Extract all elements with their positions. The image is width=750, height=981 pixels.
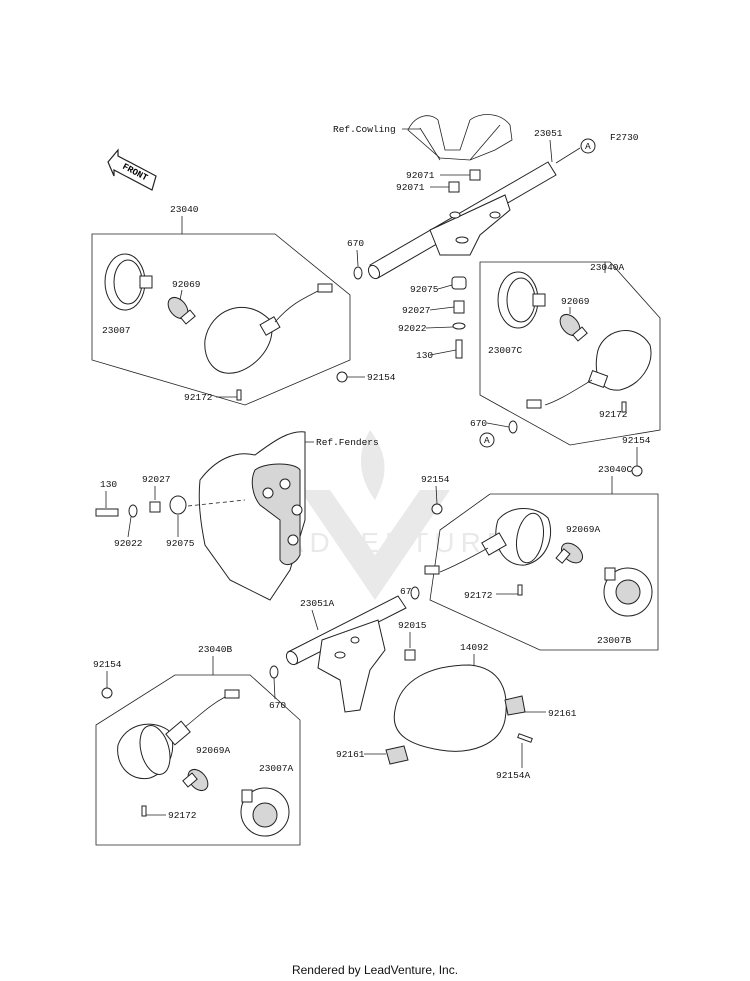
label-23040C: 23040C [598,464,633,475]
label-130-left: 130 [100,479,117,490]
label-23040B: 23040B [198,644,233,655]
label-92154-top: 92154 [367,372,396,383]
label-92069A-left: 92069A [196,745,231,756]
group-box-23040 [91,233,351,406]
screw-92172-right [621,401,627,413]
label-92172-left-bottom: 92172 [168,810,197,821]
grommet-92075-top [451,276,467,290]
label-92071-b: 92071 [396,182,425,193]
lens-23007C [497,271,546,329]
label-92069A-right: 92069A [566,524,601,535]
clip-92015 [404,649,416,661]
washer-92022-top [452,322,466,330]
label-92154A: 92154A [496,770,531,781]
label-23040: 23040 [170,204,199,215]
bolt-92154-left [101,687,113,699]
label-92154-mid: 92154 [421,474,450,485]
bolt-92154-right [631,465,643,477]
collar-92027-left [149,501,161,513]
housing-23040 [204,283,333,374]
group-box-23040A [479,261,661,446]
collar-92027-top [453,300,465,314]
label-670-right: 670 [470,418,487,429]
callout-a-top [580,138,596,154]
lens-23007A [240,787,290,837]
label-130-top: 130 [416,350,433,361]
label-670-top: 670 [347,238,364,249]
label-92161-right: 92161 [548,708,577,719]
ring-670-mid [410,586,420,600]
label-14092: 14092 [460,642,489,653]
bulb-92069 [167,296,196,325]
label-92015: 92015 [398,620,427,631]
label-92154-left: 92154 [93,659,122,670]
callout-a-top-label: A [585,141,591,152]
label-92022-left: 92022 [114,538,143,549]
callout-a-right-label: A [484,435,490,446]
label-92069-right: 92069 [561,296,590,307]
label-92027-left: 92027 [142,474,171,485]
washer-92022-left [128,504,138,518]
bulb-92069A-left [182,768,209,792]
housing-23040B [117,689,240,780]
label-670-left: 670 [269,700,286,711]
label-23040A: 23040A [590,262,625,273]
label-92172-left: 92172 [184,392,213,403]
screw-92172-mid [517,584,523,596]
bolt-92154-mid [431,503,443,515]
label-92172-mid: 92172 [464,590,493,601]
footer-credit: Rendered by LeadVenture, Inc. [291,963,459,977]
label-92075-top: 92075 [410,284,439,295]
label-23007A: 23007A [259,763,294,774]
fender-bracket [198,431,306,601]
label-670-mid: 670 [400,586,417,597]
screw-92172-left [236,389,242,401]
upper-stay-23051 [367,161,557,280]
label-92022-top: 92022 [398,323,427,334]
figure-code: F2730 [610,132,639,143]
bolt-130-top [455,339,463,359]
label-92075-left: 92075 [166,538,195,549]
cover-14092 [393,664,507,752]
screw-92154A [517,733,533,743]
label-92161-left: 92161 [336,749,365,760]
label-23007C: 23007C [488,345,523,356]
nut-92071-b [448,181,460,193]
bulb-92069A-right [555,542,584,564]
housing-23040C [424,508,552,575]
label-23051: 23051 [534,128,563,139]
lens-23007 [104,253,153,311]
ref-cowling: Ref.Cowling [333,124,396,135]
ring-670-right [508,420,518,434]
lower-stay-23051A [285,595,407,713]
label-92069: 92069 [172,279,201,290]
label-23007B: 23007B [597,635,632,646]
housing-23040A [526,330,652,409]
callout-a-right [479,432,495,448]
front-arrow: FRONT [107,148,157,191]
bolt-130-left [95,508,119,517]
group-box-23040C [429,493,659,651]
ring-670-top [353,266,363,280]
label-92154-right: 92154 [622,435,651,446]
group-box-23040B [95,674,301,846]
bulb-92069-right [559,313,588,342]
lens-23007B [603,567,653,617]
label-92172-right: 92172 [599,409,628,420]
grommet-92075-left [169,495,187,515]
screw-92172-left-bottom [141,805,147,817]
ring-670-left [269,665,279,679]
grommet-92161-right [504,695,526,716]
label-92027-top: 92027 [402,305,431,316]
label-23051A: 23051A [300,598,335,609]
label-92071-a: 92071 [406,170,435,181]
ref-fenders: Ref.Fenders [316,437,379,448]
label-23007: 23007 [102,325,131,336]
cowling-bracket [407,114,513,161]
bolt-92154-top [336,371,348,383]
nut-92071-a [469,169,481,181]
grommet-92161-left [385,745,409,765]
